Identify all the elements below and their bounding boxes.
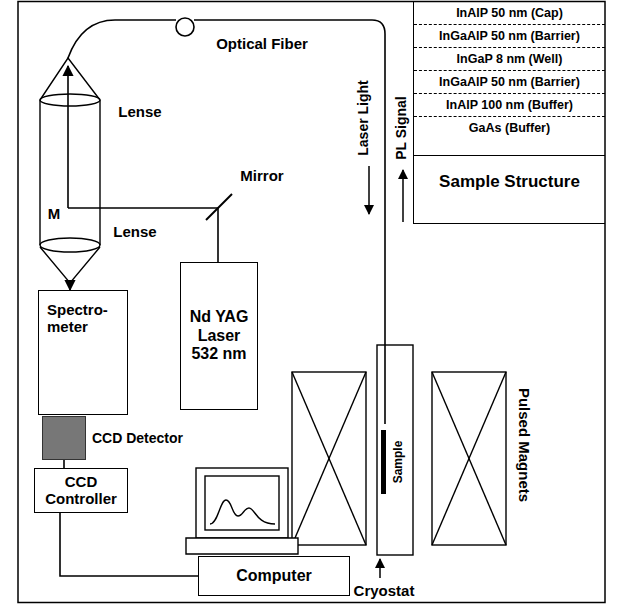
sample-bar — [381, 430, 386, 494]
ccd-detector: CCD Detector — [42, 416, 183, 460]
node-text: CCD Controller — [41, 473, 121, 508]
sample-label: Sample — [392, 441, 405, 484]
laser-box: Nd YAG Laser 532 nm — [180, 262, 258, 410]
beam-arrow — [69, 283, 71, 290]
layer-label: InAlP 50 nm (Cap) — [414, 2, 605, 25]
connector — [63, 460, 65, 468]
cryostat-tube — [377, 345, 413, 555]
sample-structure-table: InAlP 50 nm (Cap)InGaAlP 50 nm (Barrier)… — [413, 2, 605, 224]
lens-assembly — [40, 58, 100, 283]
ccd-controller-box: CCD Controller — [34, 468, 128, 513]
layer-label: InGaAlP 50 nm (Barrier) — [414, 25, 605, 48]
ccd-chip — [42, 416, 86, 460]
layer-label: InGaAlP 50 nm (Barrier) — [414, 71, 605, 94]
table-title: Sample Structure — [414, 155, 605, 206]
node-text: Computer — [236, 567, 312, 585]
mirror-label: Mirror — [240, 168, 283, 185]
connector — [60, 513, 198, 577]
mirror — [206, 194, 232, 220]
node-text: CCD Detector — [92, 430, 183, 446]
node-text: Spectro- meter — [47, 301, 119, 336]
beam-arrow — [67, 66, 69, 208]
laser-beam — [68, 207, 218, 209]
layer-label: GaAs (Buffer) — [414, 117, 605, 139]
node-text: Nd YAG Laser 532 nm — [187, 308, 251, 363]
magnet-label: Pulsed Magnets — [516, 388, 533, 502]
lens-label: Lense — [118, 104, 161, 121]
fiber-loop — [176, 18, 194, 36]
cryostat-label: Cryostat — [354, 583, 415, 600]
layer-label: InAlP 100 nm (Buffer) — [414, 94, 605, 117]
computer-box: Computer — [198, 556, 350, 596]
lens-label: Lense — [113, 224, 156, 241]
pulsed-magnets — [292, 372, 506, 545]
computer-monitor — [186, 468, 298, 554]
mirror-point-label: M — [48, 206, 61, 223]
cryostat-arrow — [379, 559, 381, 578]
spectrometer-box: Spectro- meter — [38, 290, 128, 415]
frame — [18, 2, 605, 603]
laser-arrow — [368, 166, 370, 214]
laser-light-label: Laser Light — [356, 80, 371, 155]
pl-arrow — [402, 170, 404, 222]
fiber-label: Optical Fiber — [216, 36, 308, 53]
layer-label: InGaP 8 nm (Well) — [414, 48, 605, 71]
laser-beam — [217, 208, 219, 262]
pl-signal-label: PL Signal — [394, 96, 409, 160]
